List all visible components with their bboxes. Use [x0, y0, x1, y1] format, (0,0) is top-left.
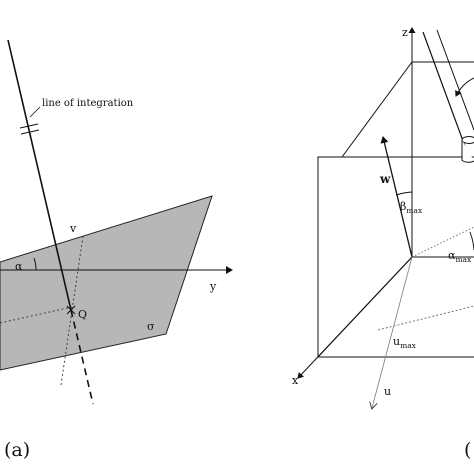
x-axis-label: x	[292, 374, 299, 387]
v-axis-label: v	[69, 222, 77, 235]
panel-a: y v α line of integration Q σ (a)	[0, 39, 233, 461]
line-of-integration-dashed	[70, 309, 94, 405]
tool-cylinder-body	[461, 140, 474, 163]
u-vector-label: u	[384, 385, 391, 398]
panel-b: z x w βmax αmax umax	[292, 26, 474, 461]
alpha-max-symbol: α	[448, 249, 456, 262]
panel-b-label: (	[464, 439, 471, 461]
point-q-label: Q	[78, 308, 87, 321]
integration-line-label: line of integration	[42, 98, 134, 109]
point-q-mark-2	[66, 305, 76, 315]
beta-angle-arc	[395, 191, 413, 196]
u-max-subscript: max	[400, 341, 417, 350]
tool-pointer-arrow	[455, 77, 474, 97]
alpha-max-subscript: max	[455, 255, 472, 264]
in-plane-dotted-line	[0, 306, 73, 324]
beta-angle-label: βmax	[400, 200, 423, 215]
z-axis-label: z	[402, 26, 408, 39]
alpha-max-angle-arc	[469, 231, 474, 251]
integration-label-leader	[29, 106, 41, 118]
beta-subscript: max	[406, 206, 423, 215]
line-of-integration	[7, 39, 72, 311]
w-vector	[380, 136, 413, 258]
beta-symbol: β	[400, 200, 406, 213]
u-max-symbol: u	[393, 335, 400, 348]
alpha-max-dotted-line	[411, 226, 474, 258]
plane-sigma-label: σ	[147, 320, 155, 333]
cube-front-face	[317, 156, 474, 358]
plane-sigma	[0, 195, 213, 371]
alpha-angle-label: α	[15, 260, 23, 273]
panel-a-label: (a)	[4, 439, 30, 461]
u-max-label: umax	[393, 335, 417, 350]
u-vector	[372, 256, 413, 408]
w-vector-label: w	[379, 172, 391, 186]
alpha-max-label: αmax	[448, 249, 472, 264]
tool-cylinder-top	[461, 136, 474, 144]
y-axis-label: y	[209, 280, 217, 293]
u-max-dotted-line	[377, 305, 474, 331]
alpha-angle-arc	[33, 257, 37, 271]
x-axis-line	[297, 256, 413, 379]
integration-tick-2	[20, 129, 40, 135]
tool-line-2	[436, 29, 474, 131]
integration-tick-1	[19, 123, 39, 129]
